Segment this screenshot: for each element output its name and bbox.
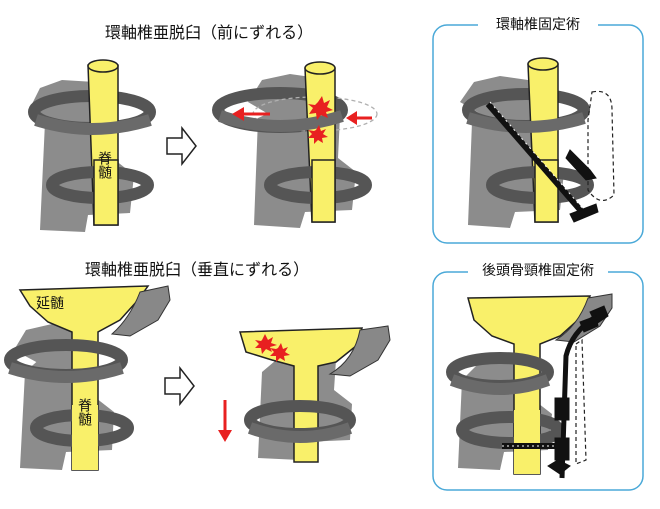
occipital-bone bbox=[328, 325, 391, 377]
next-arrow-icon bbox=[164, 365, 195, 407]
occipitocervical-rod-icon bbox=[502, 305, 609, 479]
title-anterior-subluxation: 環軸椎亜脱臼（前にずれる） bbox=[105, 23, 313, 42]
transarticular-screw-icon bbox=[485, 101, 599, 223]
occipital-bone bbox=[110, 285, 171, 337]
panel-vertical-after bbox=[218, 325, 391, 463]
box-title-occipitocervical: 後頭骨頸椎固定術 bbox=[482, 263, 594, 279]
label-medulla: 延髄 bbox=[36, 296, 64, 312]
box-title-atlantoaxial: 環軸椎固定術 bbox=[496, 17, 580, 33]
shift-arrow-right-icon bbox=[346, 111, 372, 125]
panel-atlantoaxial-fixation bbox=[460, 57, 615, 228]
next-arrow-icon bbox=[166, 125, 197, 167]
descent-arrow-down-icon bbox=[218, 400, 232, 442]
panel-occipitocervical-fixation bbox=[446, 293, 613, 479]
cord-top bbox=[87, 59, 119, 73]
label-spinal-cord: 脊髄 bbox=[96, 151, 112, 180]
compression-burst-icon bbox=[308, 96, 333, 144]
label-spinal-cord-2: 脊髄 bbox=[76, 398, 92, 427]
panel-anterior-before: 脊髄 bbox=[28, 59, 156, 232]
posterior-outline-dashed bbox=[575, 338, 587, 465]
panel-anterior-after bbox=[212, 61, 378, 228]
compression-burst-icon bbox=[255, 334, 290, 362]
atlas-ring-front bbox=[34, 114, 152, 135]
shift-arrow-left-icon bbox=[232, 107, 270, 121]
title-vertical-subluxation: 環軸椎亜脱臼（垂直にずれる） bbox=[85, 260, 309, 279]
panel-vertical-before: 延髄 脊髄 bbox=[4, 285, 171, 471]
